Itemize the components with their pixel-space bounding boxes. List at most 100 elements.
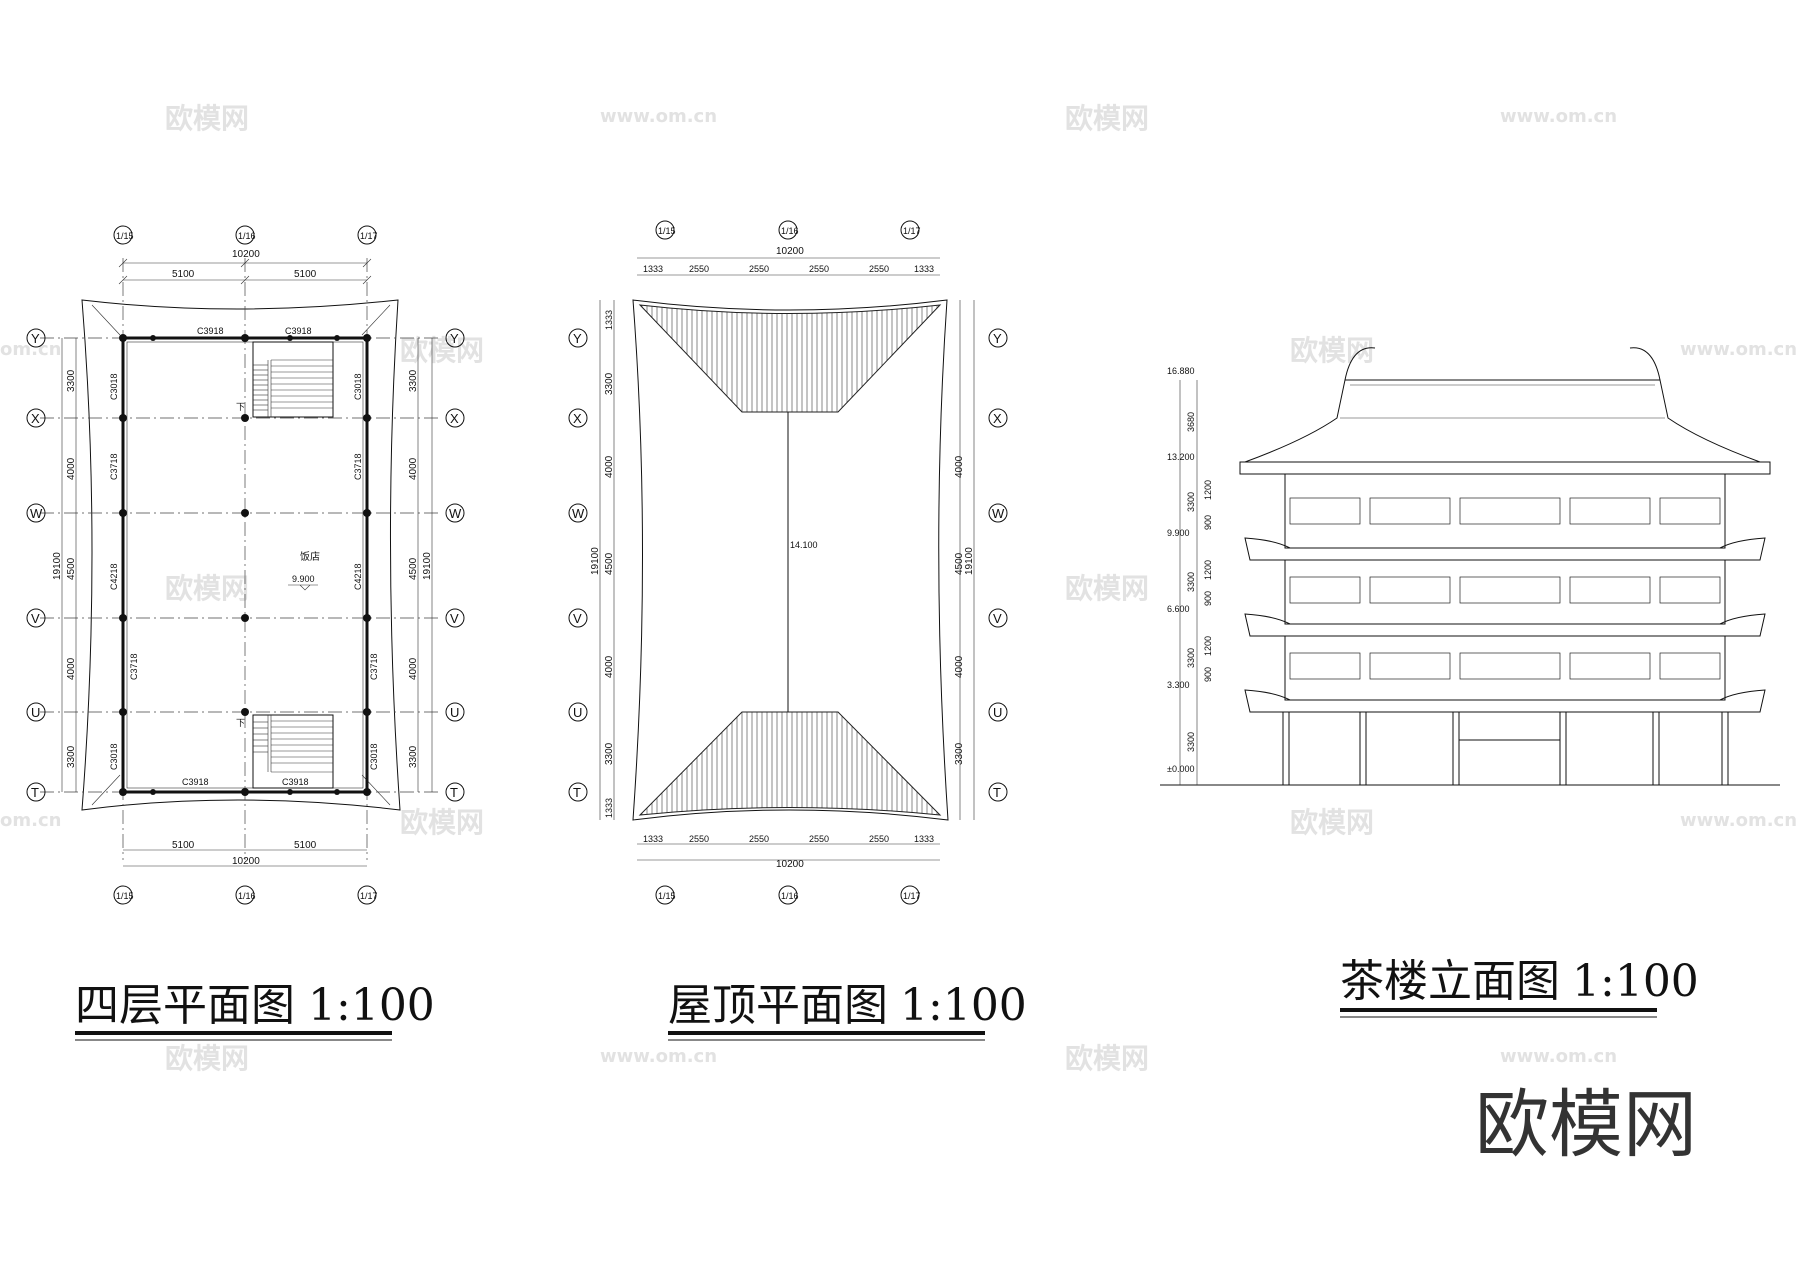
watermark-url: www.om.cn [600, 106, 717, 127]
axis-label: X [31, 411, 40, 426]
dim-end-depth: 1333 [604, 798, 614, 818]
window-label: C4218 [353, 563, 363, 590]
drawing-title: 四层平面图 [75, 980, 295, 1031]
axis-label: 1/15 [116, 231, 134, 241]
level-dim: 3300 [1186, 732, 1196, 752]
level-dim: 1200 [1203, 480, 1213, 500]
watermark-brand: 欧模网 [165, 102, 249, 135]
dim-total-width: 10200 [776, 246, 804, 257]
window-label: C3918 [282, 777, 309, 787]
dim-segment: 2550 [749, 834, 769, 844]
level-mark: 13.200 [1167, 452, 1195, 462]
dim-bay-depth: 4000 [604, 655, 615, 678]
dim-bay-depth: 3300 [408, 745, 419, 768]
axis-label: Y [31, 331, 40, 346]
level-mark: ±0.000 [1167, 764, 1194, 774]
roof-hip-top [638, 304, 942, 413]
axis-label: X [573, 411, 582, 426]
dim-total-depth: 19100 [52, 552, 63, 580]
window-label: C3018 [109, 373, 119, 400]
dim-total-depth: 19100 [964, 547, 975, 575]
window-label: C3918 [285, 326, 312, 336]
window-label: C3718 [129, 653, 139, 680]
axis-label: 1/17 [360, 891, 378, 901]
dim-end-depth: 1333 [604, 310, 614, 330]
dim-bay-depth: 4500 [604, 552, 615, 575]
watermark-brand: 欧模网 [1065, 572, 1149, 605]
axis-label: W [992, 506, 1005, 521]
axis-bubbles-bottom: 1/15 1/16 1/17 [113, 885, 378, 905]
ground-columns [1282, 711, 1729, 786]
window-label: C3918 [182, 777, 209, 787]
axis-label: U [993, 705, 1002, 720]
dim-segment: 1333 [914, 264, 934, 274]
level-dim: 3300 [1186, 572, 1196, 592]
row-axis-bubbles: Y X W V U T Y X W V U T [26, 328, 465, 802]
level-dim: 3300 [1186, 492, 1196, 512]
watermark-brand: 欧模网 [1065, 102, 1149, 135]
window-label: C3718 [353, 453, 363, 480]
dim-segment: 2550 [869, 264, 889, 274]
stair-top: 下 [236, 341, 334, 418]
dim-segment: 2550 [809, 834, 829, 844]
watermark-brand: 欧模网 [1065, 1042, 1149, 1075]
axis-label: 1/16 [781, 891, 799, 901]
axis-label: X [993, 411, 1002, 426]
columns [119, 334, 371, 796]
dim-total-depth: 19100 [422, 552, 433, 580]
ridge-ornament [1344, 347, 1661, 381]
dim-bay-depth: 4000 [408, 657, 419, 680]
drawing-title: 屋顶平面图 [668, 980, 888, 1031]
level-mark: 6.600 [1167, 604, 1190, 614]
dim-bay-depth: 4000 [954, 455, 965, 478]
axis-label: T [450, 785, 458, 800]
window-label: C3018 [109, 743, 119, 770]
dim-total-width: 10200 [232, 856, 260, 867]
dim-bay-depth: 3300 [604, 742, 615, 765]
watermark-url: www.om.cn [1500, 106, 1617, 127]
level-dim: 900 [1203, 591, 1213, 606]
dim-segment: 2550 [809, 264, 829, 274]
dim-segment: 1333 [914, 834, 934, 844]
dim-bay-depth: 3300 [66, 745, 77, 768]
top-roof [1244, 379, 1761, 463]
watermark-url-short: om.cn [0, 810, 61, 831]
brand-logo: 欧模网 [1475, 1082, 1697, 1168]
level-mark: 3.300 [1167, 680, 1190, 690]
dim-segment: 2550 [689, 834, 709, 844]
window-label: C3018 [369, 743, 379, 770]
level-dim: 1200 [1203, 636, 1213, 656]
axis-label: 1/16 [238, 891, 256, 901]
axis-label: 1/15 [658, 891, 676, 901]
watermark-url-short: om.cn [0, 339, 61, 360]
window-rows [1289, 497, 1721, 680]
axis-label: V [31, 611, 40, 626]
axis-label: 1/15 [658, 226, 676, 236]
roof-axis-bubbles: 1/15 1/16 1/17 1/15 1/16 1/17 Y X W V U … [568, 220, 1008, 905]
axis-label: X [450, 411, 459, 426]
drawing-scale: 1:100 [308, 980, 435, 1031]
level-dim: 3680 [1186, 412, 1196, 432]
dim-bay-depth: 4500 [408, 557, 419, 580]
dim-bay-depth: 3300 [408, 369, 419, 392]
axis-label: 1/17 [360, 231, 378, 241]
dim-bay-depth: 4000 [954, 655, 965, 678]
axis-label: V [993, 611, 1002, 626]
floor-band-3 [1284, 473, 1726, 549]
window-label: C3718 [369, 653, 379, 680]
watermarks: 欧模网 www.om.cn 欧模网 www.om.cn 欧模网 欧模网 www.… [0, 102, 1797, 1075]
watermark-brand: 欧模网 [400, 806, 484, 839]
dim-bay-depth: 4000 [66, 457, 77, 480]
drawing-title: 茶楼立面图 [1340, 956, 1560, 1007]
dim-segment: 1333 [643, 264, 663, 274]
axis-label: T [573, 785, 581, 800]
dim-bay-depth: 4500 [66, 557, 77, 580]
eave-outline [81, 299, 401, 811]
ridge-elevation: 14.100 [790, 540, 818, 550]
watermark-brand: 欧模网 [165, 1042, 249, 1075]
dim-segment: 2550 [749, 264, 769, 274]
dim-bay-depth: 4500 [954, 552, 965, 575]
watermark-url: www.om.cn [600, 1046, 717, 1067]
watermark-brand: 欧模网 [1290, 806, 1374, 839]
watermark-url: www.om.cn [1680, 810, 1797, 831]
